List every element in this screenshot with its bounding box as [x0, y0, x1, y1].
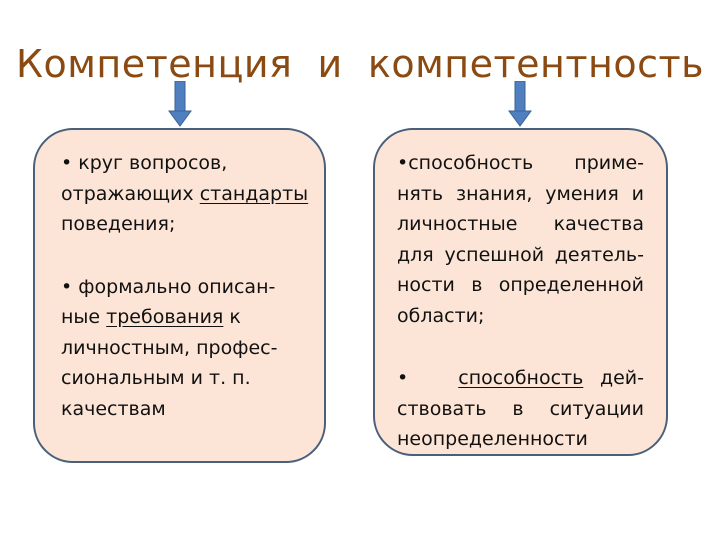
arrow-down-icon: [168, 81, 192, 127]
item-text: к личностным, профес-сиональным и т. п. …: [61, 306, 278, 420]
competence-item-2: • формально описан-ные требования к личн…: [61, 272, 314, 425]
competency-item-2: • способность дей-ствовать в ситуации не…: [397, 363, 644, 455]
bullet: •: [61, 152, 73, 174]
competency-item-1: •способность приме-нять знания, умения и…: [397, 148, 644, 331]
competence-item-1: • круг вопросов, отражающих стандарты по…: [61, 148, 314, 240]
item-text: способность приме-нять знания, умения и …: [397, 152, 644, 327]
bullet: •: [397, 152, 409, 174]
item-text: поведения;: [61, 213, 176, 235]
slide-title: Компетенция и компетентность: [15, 42, 704, 86]
item-text: формально описан-ные: [61, 275, 276, 329]
underlined-term: способность: [458, 367, 584, 389]
competence-definition-box: • круг вопросов, отражающих стандарты по…: [33, 128, 326, 463]
bullet: •: [61, 275, 73, 298]
underlined-term: стандарты: [199, 182, 309, 205]
bullet: •: [397, 367, 409, 389]
competency-definition-box: •способность приме-нять знания, умения и…: [373, 128, 668, 456]
item-text: круг вопросов, отражающих: [61, 152, 228, 205]
item-text: дей-ствовать в ситуации неопределенности: [397, 367, 644, 450]
arrow-down-icon: [508, 81, 532, 127]
underlined-term: требования: [106, 306, 224, 328]
